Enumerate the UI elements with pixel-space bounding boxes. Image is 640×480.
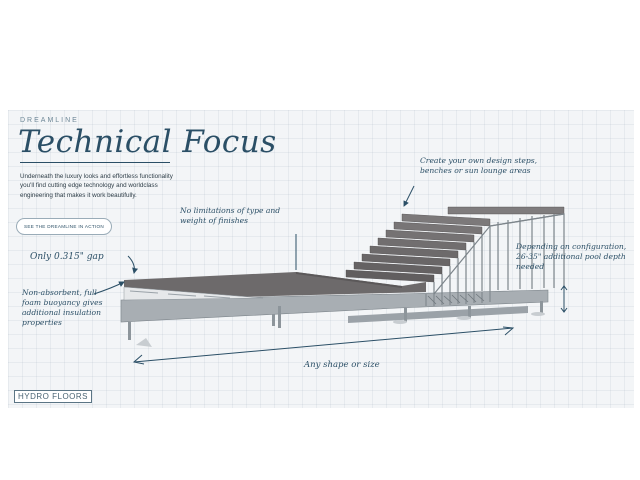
foam-cutaway [123, 286, 264, 301]
gap-arrow [127, 255, 139, 274]
steps-arrow [403, 185, 415, 207]
intro-paragraph: Underneath the luxury looks and effortle… [20, 173, 173, 199]
brand-eyebrow: DREAMLINE [20, 117, 79, 124]
annotation-gap: Only 0.315" gap [30, 252, 104, 262]
hydro-floors-logo: HYDRO FLOORS [14, 390, 93, 403]
annotation-foam: Non-absorbent, full foam buoyancy gives … [22, 288, 103, 327]
frame-lower [348, 306, 528, 323]
annotation-finishes: No limitations of type and weight of fin… [180, 206, 281, 225]
step-stack [345, 206, 565, 283]
stand-foot [136, 338, 152, 347]
foam-arrow [93, 281, 125, 295]
annotation-shape: Any shape or size [304, 360, 380, 370]
page-title: Technical Focus [18, 124, 277, 160]
title-divider [20, 162, 170, 163]
see-dreamline-button[interactable]: SEE THE DREAMLINE IN ACTION [16, 218, 112, 235]
annotation-steps: Create your own design steps, benches or… [420, 156, 538, 175]
technical-focus-panel: DREAMLINE Technical Focus Underneath the… [8, 110, 634, 408]
annotation-depth: Depending on configuration, 26-35" addit… [516, 242, 627, 271]
shape-dimension-line [133, 327, 514, 363]
floor-system-illustration [93, 185, 568, 365]
